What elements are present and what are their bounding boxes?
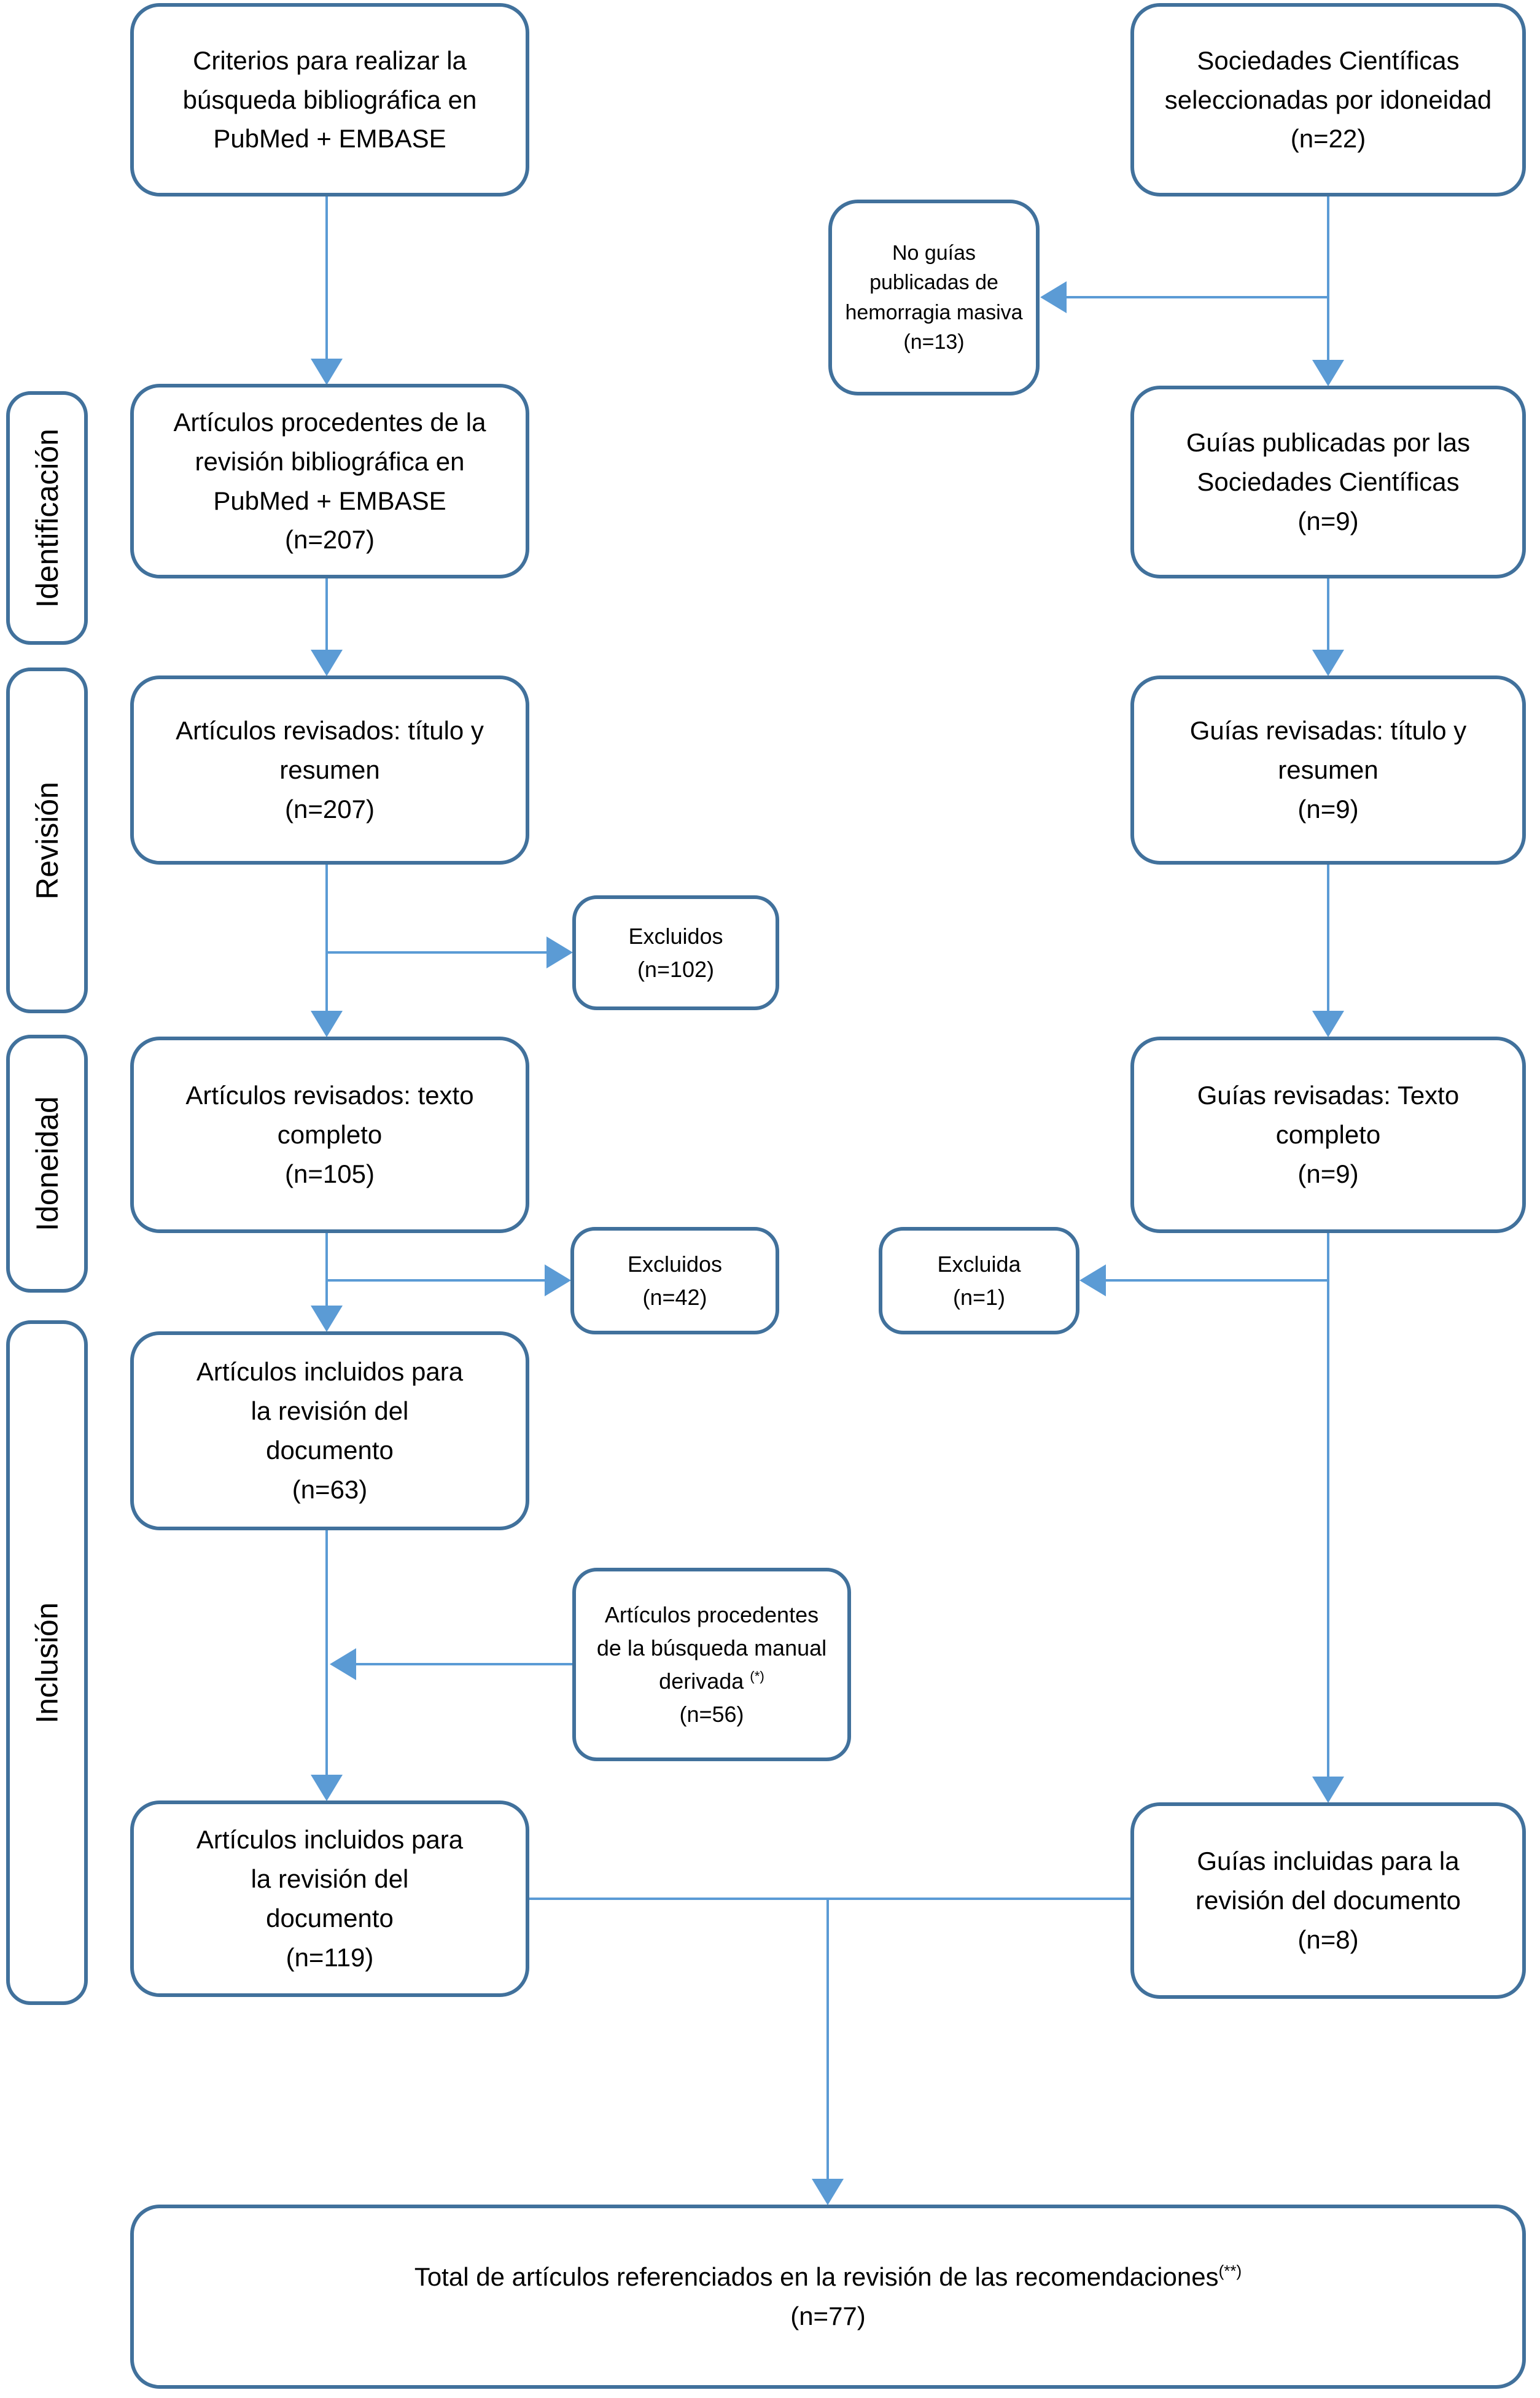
- box-guias-revisadas-texto: Guías revisadas: Texto completo(n=9): [1130, 1037, 1526, 1233]
- box-text: Sociedades Científicas seleccionadas por…: [1164, 45, 1492, 154]
- footnote-marker: (**): [1218, 2262, 1242, 2281]
- arrow-criterios-to-procedentes: [311, 195, 343, 385]
- box-guias-publicadas: Guías publicadas por las Sociedades Cien…: [1130, 386, 1526, 578]
- box-articulos-incluidos-119: Artículos incluidos para la revisión del…: [130, 1800, 529, 1997]
- box-articulos-incluidos-63: Artículos incluidos para la revisión del…: [130, 1331, 529, 1530]
- box-articulos-revisados-titulo: Artículos revisados: título y resumen(n=…: [130, 675, 529, 865]
- arrow-revisadas-titulo-to-texto: [1312, 863, 1344, 1037]
- box-text: Artículos revisados: texto completo(n=10…: [185, 1081, 474, 1188]
- box-text: Artículos incluidos para la revisión del…: [196, 1357, 464, 1504]
- box-guias-incluidas: Guías incluidas para la revisión del doc…: [1130, 1802, 1526, 1999]
- arrow-merge-to-total: [812, 1899, 844, 2205]
- stage-label-inclusion: Inclusión: [6, 1320, 88, 2005]
- arrow-incluidos63-to-incluidos119: [311, 1529, 343, 1801]
- box-text: Excluida(n=1): [937, 1251, 1021, 1310]
- arrow-procedentes-to-titulo: [311, 577, 343, 676]
- box-no-guias-hemorragia: No guías publicadas de hemorragia masiva…: [828, 200, 1040, 395]
- box-sociedades-cientificas: Sociedades Científicas seleccionadas por…: [1130, 3, 1526, 197]
- footnote-marker: (*): [750, 1668, 764, 1684]
- box-text: Guías publicadas por las Sociedades Cien…: [1186, 428, 1471, 535]
- box-text: Artículos revisados: título y resumen(n=…: [176, 716, 484, 823]
- box-articulos-revision-bibliografica: Artículos procedentes de la revisión bib…: [130, 384, 529, 578]
- box-guias-revisadas-titulo: Guías revisadas: título y resumen(n=9): [1130, 675, 1526, 865]
- arrow-manual-to-flow: [330, 1648, 572, 1680]
- box-text: Total de artículos referenciados en la r…: [414, 2262, 1242, 2330]
- box-text: Excluidos(n=102): [628, 923, 723, 982]
- arrow-branch-excluidos-texto: [327, 1264, 571, 1296]
- arrow-sociedades-to-guias: [1312, 195, 1344, 386]
- box-text: Artículos procedentes de la búsqueda man…: [596, 1602, 827, 1727]
- stage-label-revision: Revisión: [6, 668, 88, 1013]
- arrow-revisadas-texto-to-incluidas: [1312, 1232, 1344, 1803]
- box-text: Guías incluidas para la revisión del doc…: [1196, 1847, 1461, 1954]
- box-excluidos-titulo: Excluidos(n=102): [572, 895, 779, 1010]
- box-excluida-guia: Excluida(n=1): [879, 1227, 1079, 1334]
- arrow-branch-excluida-guia: [1079, 1264, 1328, 1296]
- arrow-branch-excluidos-titulo: [327, 936, 573, 968]
- box-excluidos-texto: Excluidos(n=42): [570, 1227, 779, 1334]
- box-busqueda-manual-derivada: Artículos procedentes de la búsqueda man…: [572, 1568, 851, 1761]
- stage-label-text: Idoneidad: [29, 1096, 64, 1231]
- stage-label-text: Identificación: [29, 428, 64, 608]
- box-text: Artículos procedentes de la revisión bib…: [173, 407, 486, 555]
- box-total-referenciados: Total de artículos referenciados en la r…: [130, 2205, 1526, 2389]
- box-text: No guías publicadas de hemorragia masiva…: [845, 241, 1023, 354]
- stage-label-text: Inclusión: [29, 1602, 64, 1724]
- stage-label-identificacion: Identificación: [6, 391, 88, 645]
- box-text: Criterios para realizar la búsqueda bibl…: [182, 45, 477, 154]
- arrow-guias-to-revisadas-titulo: [1312, 577, 1344, 676]
- stage-label-idoneidad: Idoneidad: [6, 1035, 88, 1293]
- box-text: Excluidos(n=42): [627, 1251, 723, 1310]
- box-text: Guías revisadas: Texto completo(n=9): [1197, 1081, 1460, 1188]
- box-text: Guías revisadas: título y resumen(n=9): [1189, 716, 1467, 823]
- box-criterios-busqueda: Criterios para realizar la búsqueda bibl…: [130, 3, 529, 197]
- arrow-branch-no-guias: [1040, 281, 1328, 313]
- box-articulos-revisados-texto: Artículos revisados: texto completo(n=10…: [130, 1037, 529, 1233]
- arrow-titulo-to-texto: [311, 863, 343, 1037]
- stage-label-text: Revisión: [29, 781, 64, 900]
- box-text: Artículos incluidos para la revisión del…: [196, 1825, 464, 1972]
- arrow-texto-to-incluidos63: [311, 1232, 343, 1332]
